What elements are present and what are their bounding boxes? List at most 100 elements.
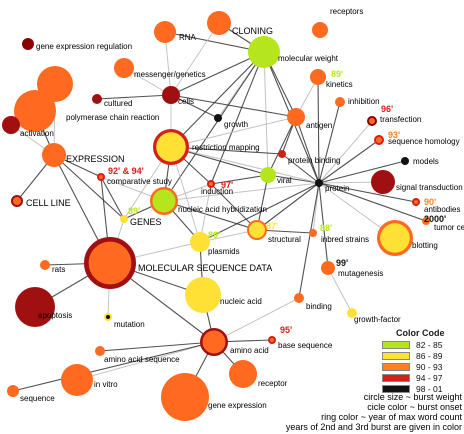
node-nucleic_hyb[interactable]: [149, 186, 178, 215]
label-blotting: blotting: [412, 241, 438, 250]
label-nucleic_hyb: nucleic acid hybridization: [178, 205, 267, 214]
burst-year-8: 87': [266, 221, 278, 231]
node-mol_seq[interactable]: [83, 236, 136, 289]
edge-rna-mol_weight: [164, 31, 265, 53]
edge-inhibition-protein: [318, 101, 341, 184]
label-mol_weight: molecular weight: [278, 54, 339, 63]
node-sequence[interactable]: [7, 385, 19, 397]
node-induction[interactable]: [207, 180, 215, 188]
node-kinetics[interactable]: [310, 69, 326, 85]
node-pcr[interactable]: [14, 90, 56, 132]
burst-year-1: 96': [381, 104, 393, 114]
node-transfection[interactable]: [367, 116, 377, 126]
label-antibodies: antibodies: [424, 205, 460, 214]
label-protein: protein: [325, 184, 349, 193]
node-rna[interactable]: [154, 21, 176, 43]
label-mutagenesis: mutagenesis: [338, 269, 383, 278]
burst-year-11: 99': [336, 258, 348, 268]
node-rats[interactable]: [40, 260, 50, 270]
node-inbred[interactable]: [309, 229, 317, 237]
node-amino_seq[interactable]: [95, 346, 105, 356]
edge-antigen-restriction: [170, 116, 297, 148]
edge-expression-genes: [53, 154, 125, 220]
node-binding[interactable]: [294, 293, 304, 303]
node-protein[interactable]: [315, 179, 323, 187]
node-mol_weight[interactable]: [248, 36, 280, 68]
node-expression[interactable]: [42, 143, 66, 167]
node-cells[interactable]: [162, 86, 180, 104]
node-tumor_cells[interactable]: [422, 217, 430, 225]
label-pcr: polymerase chain reaction: [66, 113, 159, 122]
node-restriction[interactable]: [152, 128, 189, 165]
label-structural: structural: [268, 235, 301, 244]
edge-protein-viral: [267, 174, 320, 184]
note-burst-years: years of 2nd and 3rd burst are given in …: [285, 422, 462, 432]
edge-comparative-genes: [100, 176, 125, 220]
node-antigen[interactable]: [287, 108, 305, 126]
label-plasmids: plasmids: [208, 247, 240, 256]
label-gene_expr: gene expression: [208, 401, 267, 410]
node-antibodies[interactable]: [412, 198, 420, 206]
node-plasmids[interactable]: [190, 232, 210, 252]
network-nodes: [2, 11, 430, 421]
node-amino_acid[interactable]: [199, 328, 228, 357]
node-protein_binding[interactable]: [278, 150, 286, 158]
node-gene_expr[interactable]: [161, 373, 209, 421]
edge-amino_acid-binding: [213, 297, 300, 343]
label-msg_genetics: messenger/genetics: [134, 70, 206, 79]
node-receptors[interactable]: [312, 22, 328, 38]
label-nucleic_acid: nucleic acid: [220, 297, 262, 306]
burst-year-5: 90': [424, 197, 436, 207]
node-nucleic_acid[interactable]: [185, 277, 221, 313]
label-amino_acid: amino acid: [230, 346, 269, 355]
edge-mol_weight-nucleic_hyb: [163, 51, 265, 202]
edge-amino_acid-amino_seq: [99, 341, 215, 352]
node-cloning[interactable]: [207, 11, 231, 35]
node-mutagenesis[interactable]: [321, 261, 335, 275]
node-signal[interactable]: [371, 170, 395, 194]
node-mutation[interactable]: [104, 313, 112, 321]
node-left_top_big[interactable]: [37, 66, 73, 102]
node-cell_line[interactable]: [11, 195, 23, 207]
node-growth[interactable]: [214, 114, 222, 122]
legend-label: 98 - 01: [416, 384, 443, 394]
node-genes[interactable]: [120, 215, 128, 223]
node-receptor[interactable]: [229, 360, 257, 388]
edge-seq_homology-protein: [318, 139, 380, 184]
burst-year-9: 88': [320, 223, 332, 233]
node-activation[interactable]: [2, 116, 20, 134]
edge-protein-protein_binding: [281, 153, 320, 184]
node-gene_expr_reg[interactable]: [22, 38, 34, 50]
label-gene_expr_reg: gene expression regulation: [36, 42, 132, 51]
edge-kinetics-protein: [317, 76, 320, 184]
node-viral[interactable]: [260, 167, 276, 183]
node-structural[interactable]: [247, 220, 267, 240]
node-blotting[interactable]: [376, 219, 413, 256]
node-inhibition[interactable]: [335, 97, 345, 107]
burst-year-2: 93': [388, 130, 400, 140]
edge-cells-cultured: [96, 94, 172, 100]
node-base_seq[interactable]: [268, 336, 276, 344]
node-in_vitro[interactable]: [61, 364, 93, 396]
edge-protein-mutagenesis: [318, 182, 329, 269]
label-restriction: restriction mapping: [192, 143, 260, 152]
edge-models-protein: [318, 160, 406, 184]
edge-antigen-viral: [267, 116, 297, 176]
legend-item: 94 - 97: [382, 373, 464, 383]
burst-year-6: 2000': [424, 214, 446, 224]
legend-swatch: [382, 341, 410, 349]
node-apoptosis[interactable]: [15, 287, 55, 327]
node-cultured[interactable]: [92, 94, 102, 104]
node-comparative[interactable]: [97, 173, 105, 181]
edge-mol_weight-cells: [170, 51, 265, 96]
node-seq_homology[interactable]: [374, 135, 384, 145]
color-code-legend: Color Code 82 - 85 86 - 89 90 - 93 94 - …: [382, 328, 464, 395]
legend-swatch: [382, 374, 410, 382]
label-transfection: transfection: [380, 115, 421, 124]
node-models[interactable]: [401, 157, 409, 165]
label-base_seq: base sequence: [278, 341, 333, 350]
node-msg_genetics[interactable]: [114, 58, 134, 78]
label-expression: EXPRESSION: [66, 154, 125, 164]
node-growth_factor[interactable]: [347, 308, 357, 318]
